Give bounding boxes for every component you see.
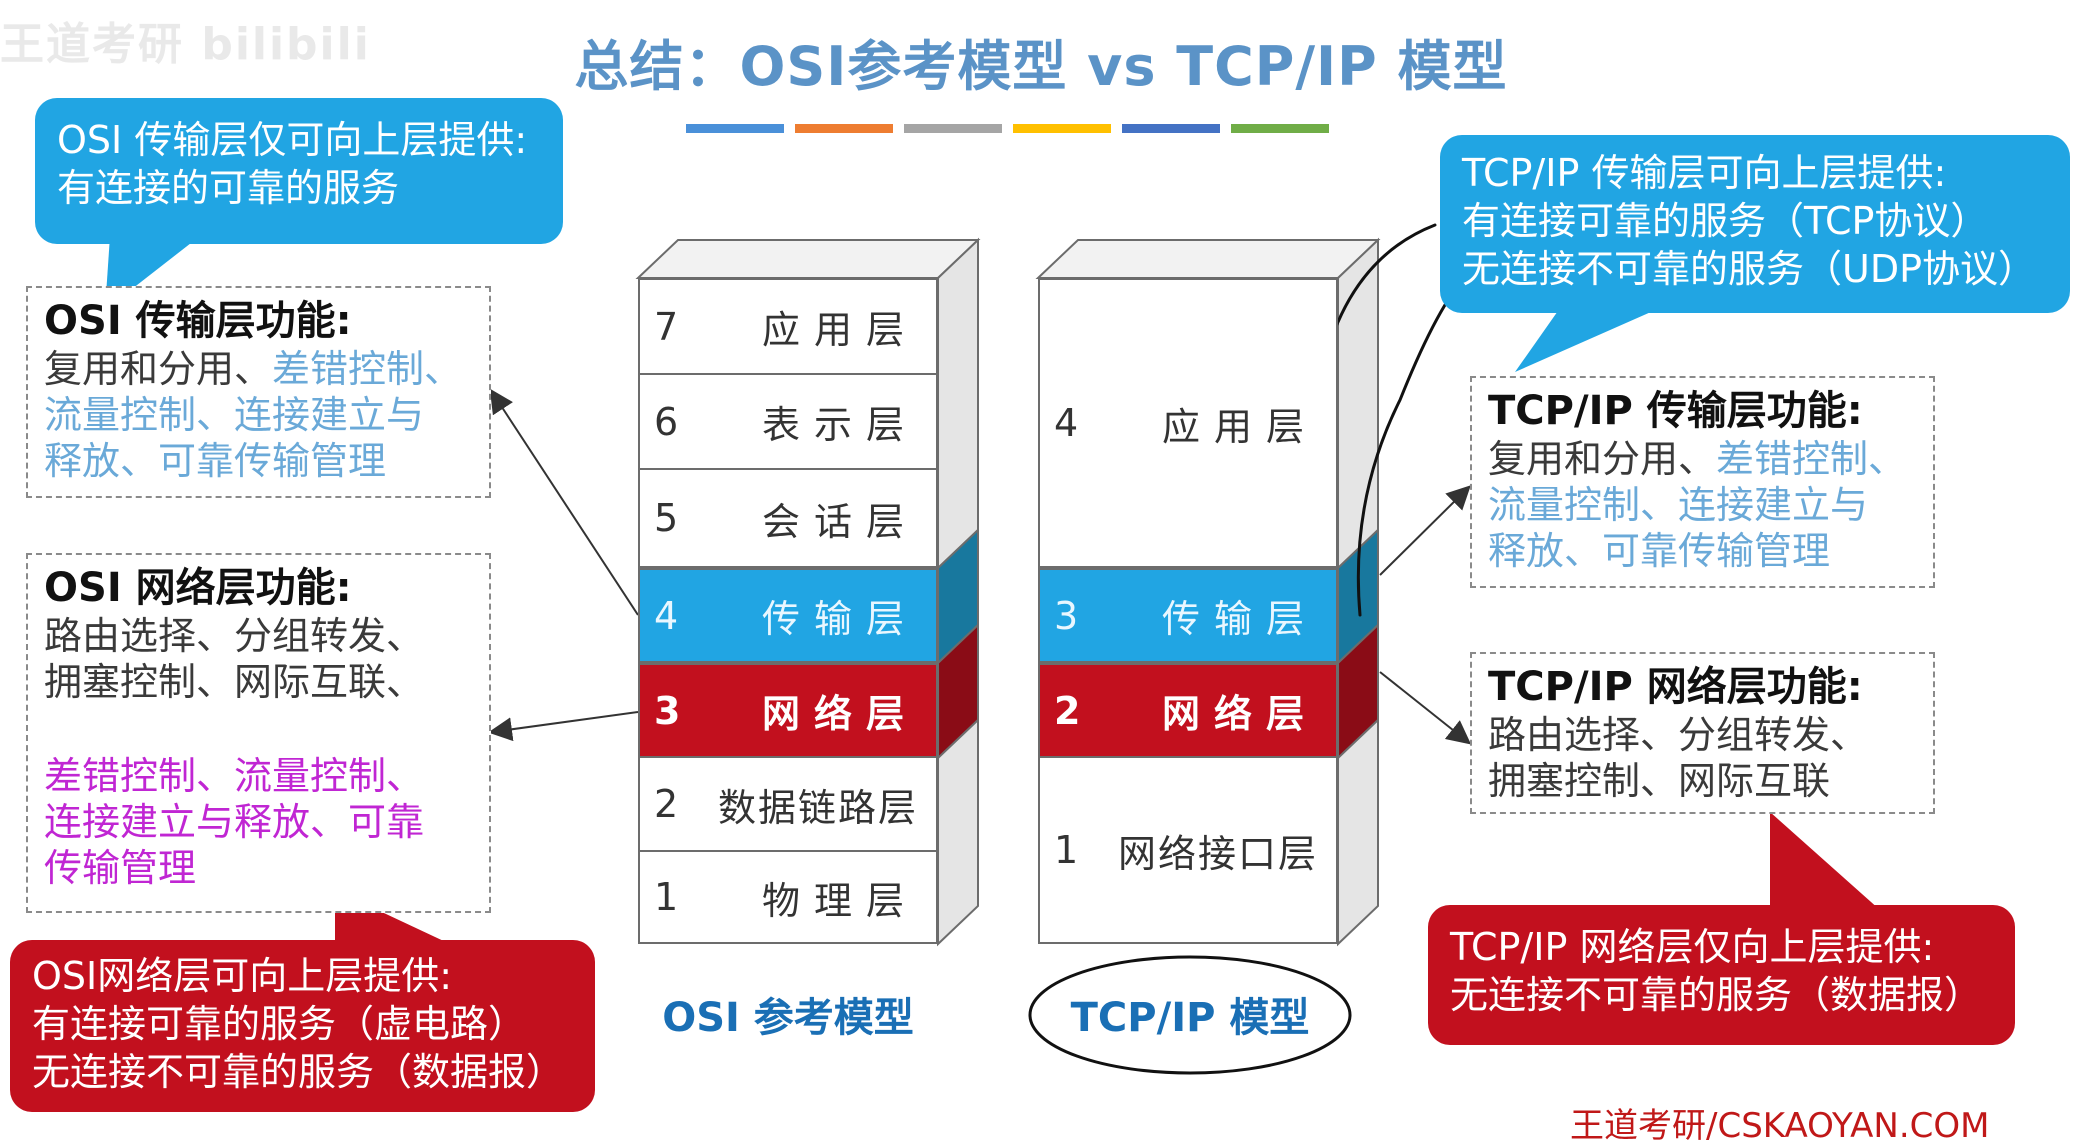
tcpip-network-callout-line1: TCP/IP 网络层仅向上层提供: [1450,925,1935,969]
osi-transport-function-box: OSI 传输层功能: 复用和分用、差错控制、 流量控制、连接建立与 释放、可靠传… [26,286,491,498]
tcpip-layer-name: 网络接口层 [1117,831,1318,876]
osi-layer-name: 表示层 [761,403,918,447]
osi-layer-num: 4 [654,593,679,638]
tcpip-layer-1: 1 网络接口层 [1038,756,1338,944]
tcpip-network-function-line2: 拥塞控制、网际互联 [1488,759,1831,803]
osi-network-callout-line3: 无连接不可靠的服务（数据报） [32,1050,565,1094]
osi-layer-6: 6 表示层 [638,373,938,470]
osi-transport-callout: OSI 传输层仅可向上层提供: 有连接的可靠的服务 [35,98,563,244]
osi-transport-function-line3: 释放、可靠传输管理 [44,439,387,483]
osi-layer-name: 应用层 [761,308,918,352]
osi-layer-name: 物理层 [761,878,918,923]
osi-network-function-mag1: 差错控制、流量控制、 [44,754,425,798]
tcpip-layer-2: 2 网络层 [1038,663,1338,758]
arrow-osi-network [488,711,639,742]
osi-layer-4: 4 传输层 [638,568,938,663]
tcpip-layer-num: 2 [1054,688,1081,733]
arrow-osi-transport [489,388,639,616]
osi-network-function-line1: 路由选择、分组转发、 [44,614,425,658]
osi-network-callout-line1: OSI网络层可向上层提供: [32,954,453,998]
osi-transport-callout-line1: OSI 传输层仅可向上层提供: [57,118,528,162]
tcpip-transport-callout-line1: TCP/IP 传输层可向上层提供: [1462,151,1947,195]
tcpip-layer-num: 1 [1054,828,1079,872]
osi-layer-num: 3 [654,688,681,733]
tcpip-network-function-line1: 路由选择、分组转发、 [1488,713,1869,757]
osi-layer-1: 1 物理层 [638,850,938,944]
osi-network-function-mag3: 传输管理 [44,846,197,890]
osi-network-function-mag2: 连接建立与释放、可靠 [44,800,425,844]
tcpip-network-function-box: TCP/IP 网络层功能: 路由选择、分组转发、 拥塞控制、网际互联 [1470,652,1935,814]
color-bar-segment [1013,124,1111,133]
tcpip-network-callout-line2: 无连接不可靠的服务（数据报） [1450,973,1983,1017]
tcpip-layer-4: 4 应用层 [1038,278,1338,568]
tcpip-transport-function-line3: 释放、可靠传输管理 [1488,529,1831,573]
watermark: 王道考研 bilibili [0,19,371,70]
osi-layer-num: 7 [654,304,679,349]
tcpip-network-function-heading: TCP/IP 网络层功能: [1488,664,1863,710]
arrow-tcpip-network [1379,671,1472,745]
osi-layer-num: 5 [654,496,679,540]
tcpip-layer-num: 4 [1054,401,1079,445]
osi-network-callout-line2: 有连接可靠的服务（虚电路） [32,1002,527,1046]
color-bar-segment [795,124,893,133]
osi-network-function-line2: 拥塞控制、网际互联、 [44,660,425,704]
page-title: 总结：OSI参考模型 vs TCP/IP 模型 [574,35,1508,98]
osi-layer-name: 网络层 [761,692,918,736]
osi-layer-2: 2 数据链路层 [638,756,938,852]
osi-network-callout: OSI网络层可向上层提供: 有连接可靠的服务（虚电路） 无连接不可靠的服务（数据… [10,940,595,1112]
tcpip-transport-function-part2: 差错控制、 [1716,437,1907,481]
osi-transport-function-part2: 差错控制、 [272,347,463,391]
osi-stack-top [635,239,981,279]
osi-layer-3: 3 网络层 [638,663,938,758]
osi-layer-name: 传输层 [761,597,918,641]
tcpip-transport-callout-line2: 有连接可靠的服务（TCP协议） [1462,199,1989,243]
tcpip-caption: TCP/IP 模型 [1070,995,1310,1041]
tcpip-layer-3: 3 传输层 [1038,568,1338,663]
osi-layer-7: 7 应用层 [638,278,938,375]
tcpip-layer-name: 应用层 [1161,404,1318,449]
osi-layer-num: 2 [654,782,679,826]
tcpip-layer-name: 网络层 [1161,692,1318,736]
tcpip-transport-callout-tail [1515,308,1660,372]
arrow-tcpip-transport [1379,485,1471,576]
tcpip-network-callout: TCP/IP 网络层仅向上层提供: 无连接不可靠的服务（数据报） [1428,905,2015,1045]
tcpip-transport-function-line2: 流量控制、连接建立与 [1488,483,1869,527]
tcpip-transport-function-heading: TCP/IP 传输层功能: [1488,388,1863,434]
osi-transport-function-part1: 复用和分用、 [44,347,273,391]
tcpip-stack-top [1035,239,1381,279]
osi-layer-num: 1 [654,875,679,919]
color-bar-segment [904,124,1002,133]
osi-network-function-heading: OSI 网络层功能: [44,565,352,611]
tcpip-network-callout-tail [1770,812,1880,910]
tcpip-transport-callout-line3: 无连接不可靠的服务（UDP协议） [1462,247,2036,291]
tcpip-layer-name: 传输层 [1161,597,1318,641]
color-bar-segment [686,124,784,133]
tcpip-layer-num: 3 [1054,593,1079,638]
osi-layer-5: 5 会话层 [638,468,938,568]
tcpip-transport-function-box: TCP/IP 传输层功能: 复用和分用、差错控制、 流量控制、连接建立与 释放、… [1470,376,1935,588]
osi-layer-name: 会话层 [761,499,918,544]
osi-layer-num: 6 [654,399,679,444]
osi-caption: OSI 参考模型 [662,995,914,1041]
osi-network-function-box: OSI 网络层功能: 路由选择、分组转发、 拥塞控制、网际互联、 差错控制、流量… [26,553,491,913]
osi-transport-function-heading: OSI 传输层功能: [44,298,352,344]
osi-transport-callout-line2: 有连接的可靠的服务 [57,166,400,210]
tcpip-transport-callout: TCP/IP 传输层可向上层提供: 有连接可靠的服务（TCP协议） 无连接不可靠… [1440,135,2070,313]
color-bar-segment [1122,124,1220,133]
tcpip-transport-function-part1: 复用和分用、 [1488,437,1717,481]
footer-brand: 王道考研/CSKAOYAN.COM [1570,1106,1990,1146]
color-bar-segment [1231,124,1329,133]
osi-layer-name: 数据链路层 [717,785,918,830]
osi-transport-function-line2: 流量控制、连接建立与 [44,393,425,437]
